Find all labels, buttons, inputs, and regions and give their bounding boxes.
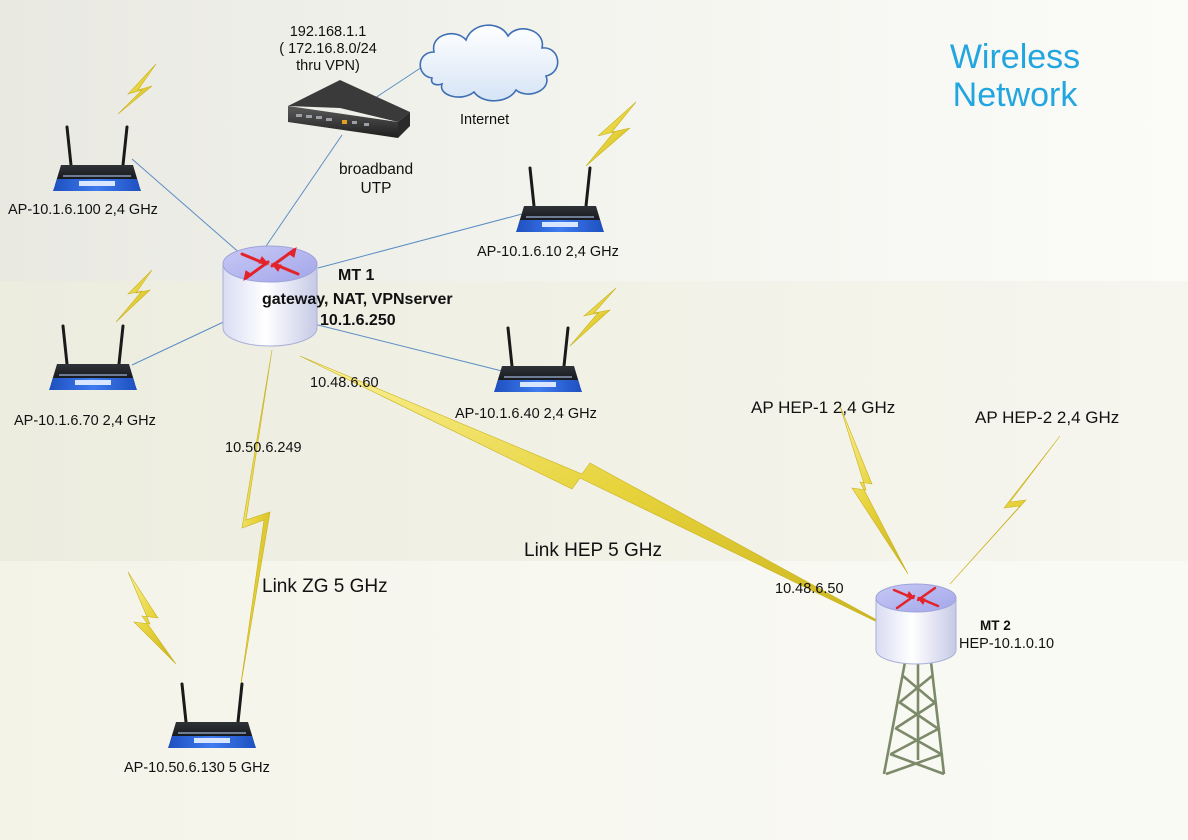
modem-icon bbox=[288, 80, 410, 138]
wireless-link-zg bbox=[239, 349, 273, 691]
zg-link-ip: 10.50.6.249 bbox=[225, 440, 302, 456]
wire-ap70 bbox=[131, 317, 233, 366]
lightning-icons bbox=[115, 63, 1061, 665]
router-tower-icon bbox=[875, 583, 957, 776]
mt2-ip: HEP-10.1.0.10 bbox=[959, 636, 1055, 652]
mt1-ip: 10.1.6.250 bbox=[320, 312, 396, 329]
gateway-label: 192.168.1.1 ( 172.16.8.0/24 thru VPN) bbox=[258, 24, 398, 75]
lightning-icon bbox=[569, 287, 617, 347]
lightning-icon bbox=[949, 435, 1061, 585]
hep-link-ip-mt2: 10.48.6.50 bbox=[775, 581, 844, 597]
title-line-1: Wireless bbox=[949, 38, 1081, 76]
background-band-middle bbox=[0, 281, 1188, 561]
router-icon bbox=[222, 245, 318, 347]
background-band-top bbox=[0, 0, 1188, 281]
gateway-vpn-line-1: ( 172.16.8.0/24 bbox=[279, 41, 377, 57]
lightning-icon bbox=[115, 269, 153, 323]
ap-label: AP-10.1.6.70 2,4 GHz bbox=[14, 413, 156, 429]
broadband-line-2: UTP bbox=[360, 180, 392, 197]
wire-internet bbox=[371, 64, 426, 101]
wire-modem bbox=[261, 134, 343, 253]
lightning-icon bbox=[585, 101, 637, 167]
broadband-line-1: broadband bbox=[338, 161, 414, 178]
access-point-icon bbox=[166, 682, 258, 750]
title-line-2: Network bbox=[952, 76, 1078, 114]
access-point-icon bbox=[51, 125, 143, 193]
cloud-icon bbox=[419, 24, 559, 102]
zg-link-label: Link ZG 5 GHz bbox=[262, 576, 388, 597]
hep-link-ip-mt1: 10.48.6.60 bbox=[310, 375, 379, 391]
access-point-icon bbox=[47, 324, 139, 392]
mt1-name: MT 1 bbox=[338, 267, 375, 284]
access-point-icon bbox=[514, 166, 606, 234]
wire-ap40 bbox=[305, 321, 507, 373]
ap-label: AP-10.1.6.40 2,4 GHz bbox=[455, 406, 597, 422]
mt2-name: MT 2 bbox=[980, 618, 1011, 633]
wire-ap10 bbox=[317, 213, 523, 269]
broadband-label: broadband UTP bbox=[326, 160, 426, 198]
lightning-icon bbox=[839, 405, 909, 575]
hep-ap-label: AP HEP-2 2,4 GHz bbox=[975, 408, 1120, 427]
mt1-role: gateway, NAT, VPNserver bbox=[262, 291, 453, 308]
lightning-icon bbox=[127, 571, 177, 665]
hep-link-label: Link HEP 5 GHz bbox=[524, 540, 662, 561]
internet-label: Internet bbox=[460, 112, 510, 128]
hep-ap-label: AP HEP-1 2,4 GHz bbox=[751, 398, 896, 417]
wired-connections bbox=[131, 64, 523, 373]
access-point-icon bbox=[492, 326, 584, 394]
ap-label: AP-10.1.6.100 2,4 GHz bbox=[8, 202, 158, 218]
gateway-ip: 192.168.1.1 bbox=[289, 24, 367, 40]
ap-label: AP-10.50.6.130 5 GHz bbox=[124, 760, 270, 776]
lightning-icon bbox=[117, 63, 157, 115]
ap-label: AP-10.1.6.10 2,4 GHz bbox=[477, 244, 619, 260]
background-band-bottom bbox=[0, 561, 1188, 840]
diagram-title: Wireless Network bbox=[930, 38, 1100, 114]
wire-ap100 bbox=[131, 158, 251, 263]
gateway-vpn-line-2: thru VPN) bbox=[296, 58, 360, 74]
